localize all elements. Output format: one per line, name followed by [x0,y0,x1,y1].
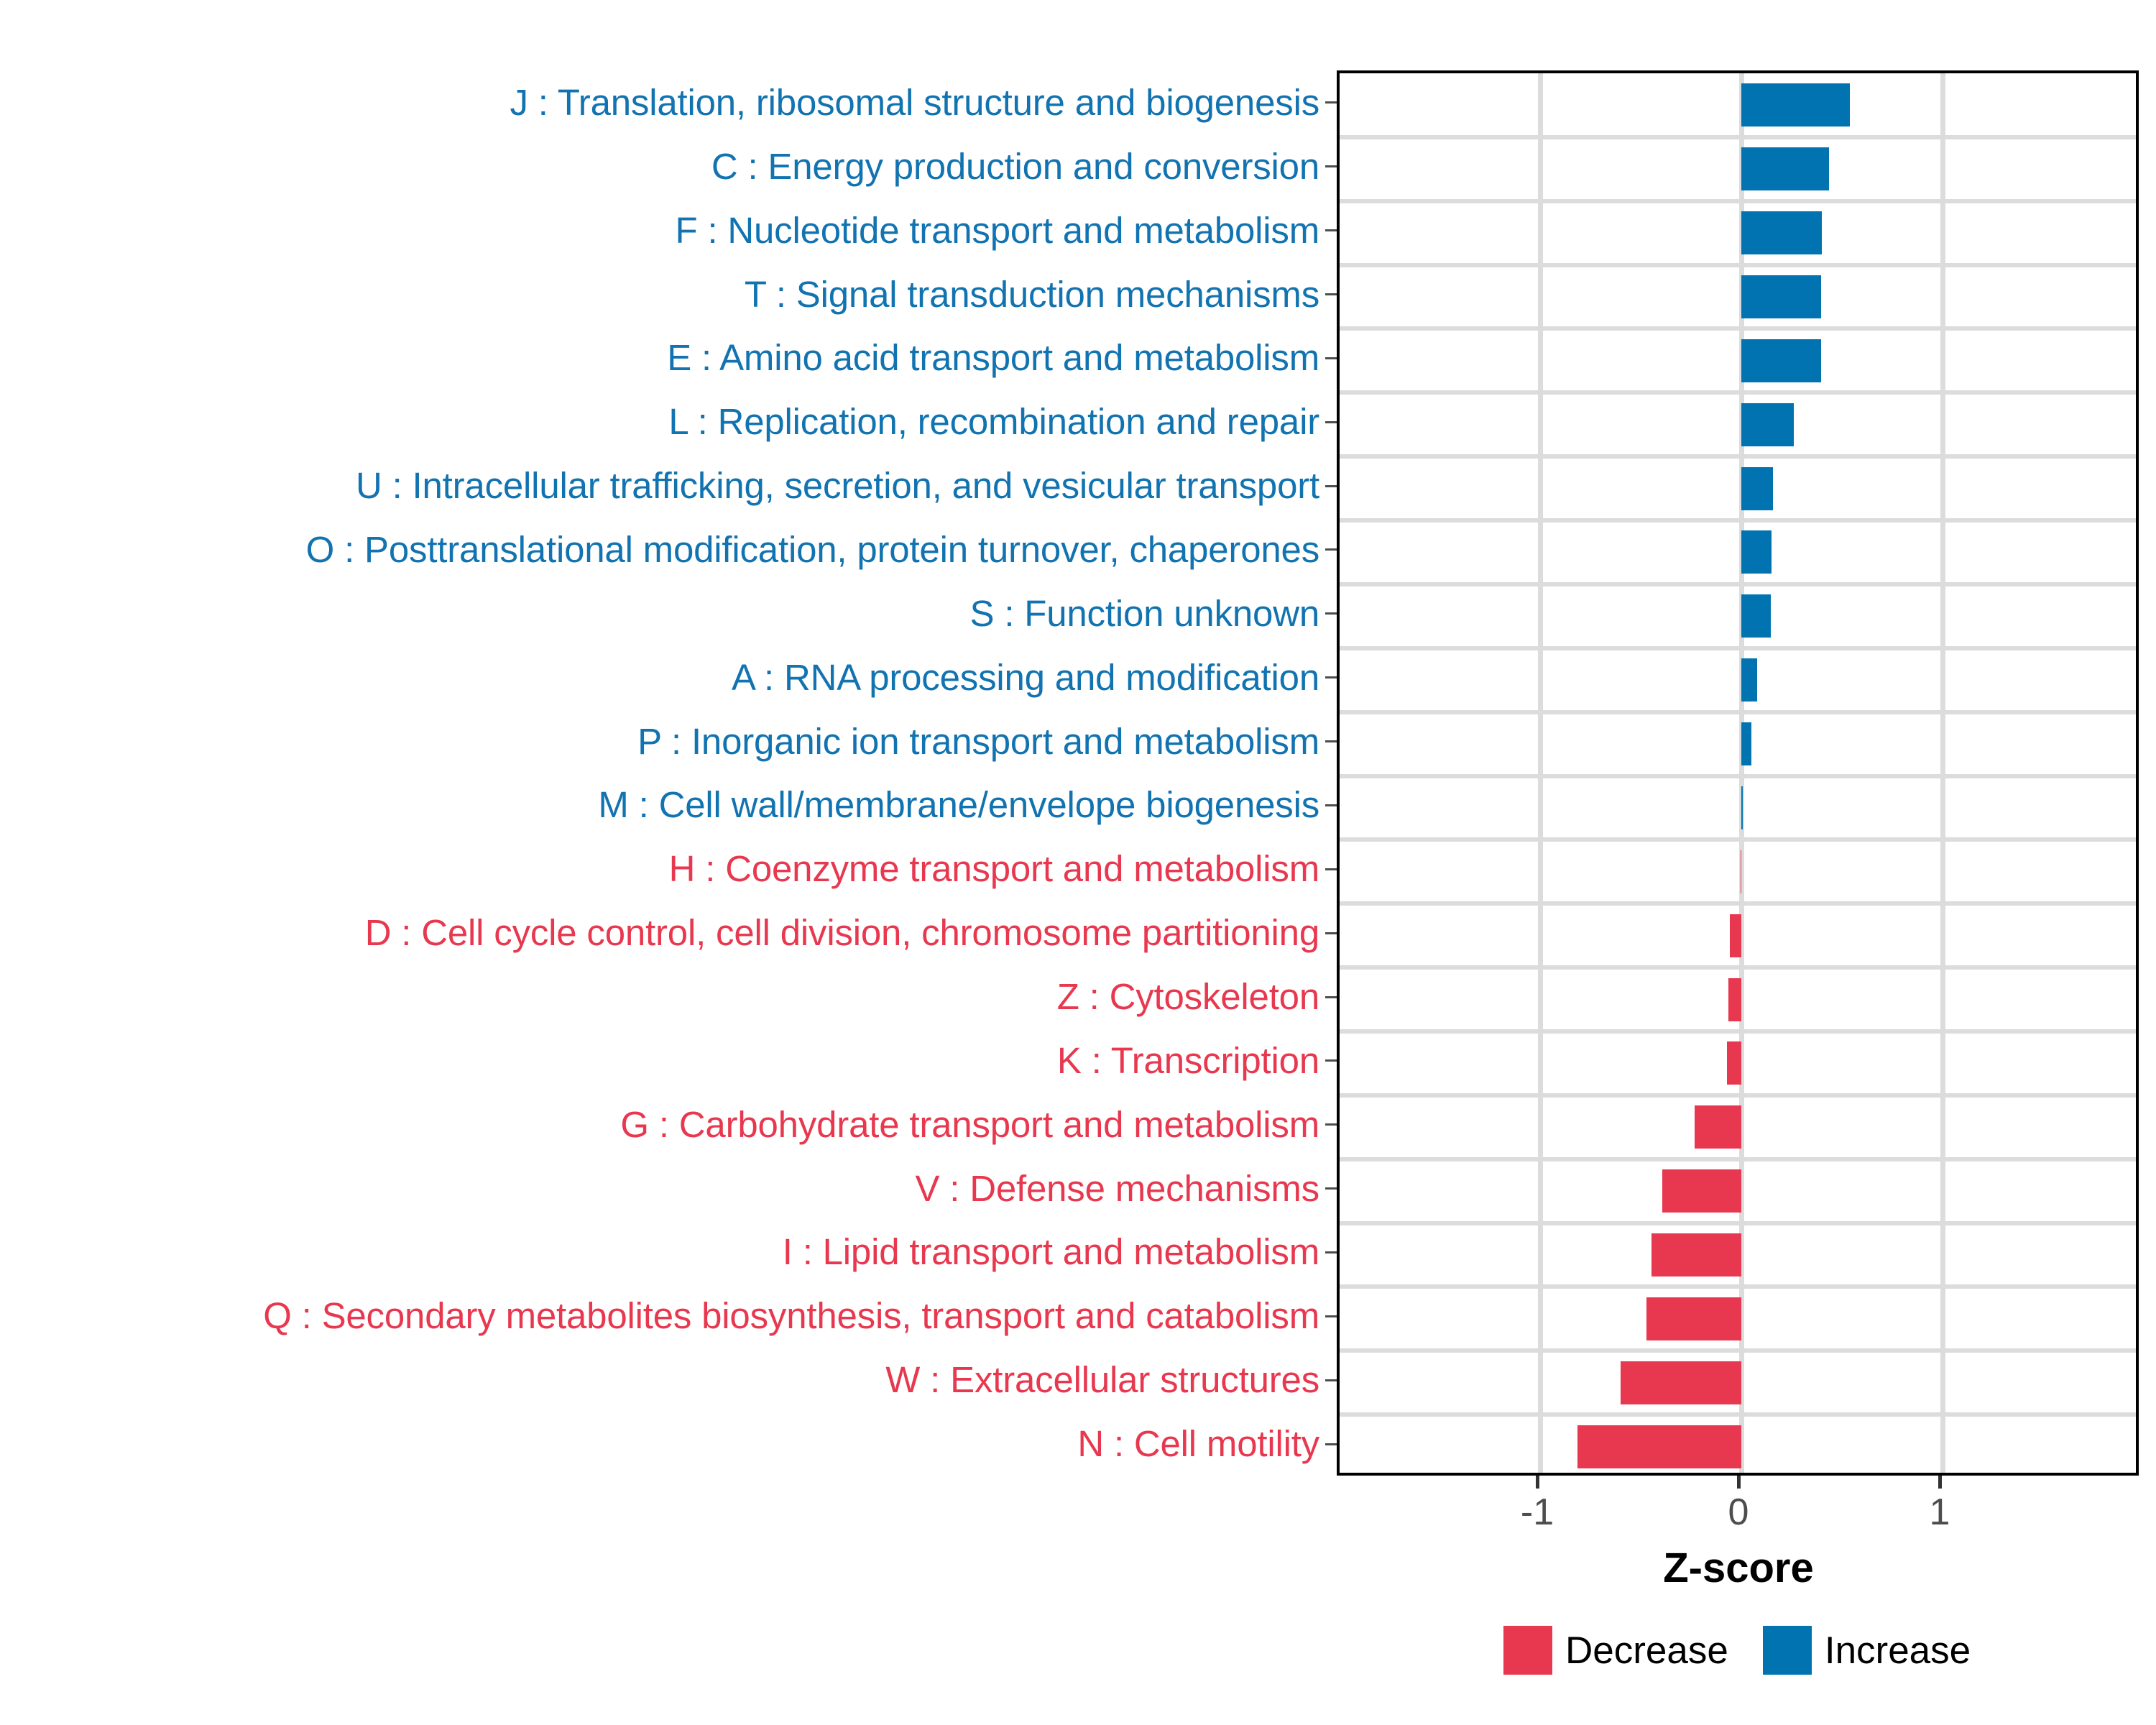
bar-d [1730,914,1741,957]
y-axis-tick [1325,676,1337,679]
horizontal-gridline [1340,518,2136,523]
x-axis-tick-label: 1 [1929,1491,1950,1533]
y-axis-tick [1325,868,1337,870]
horizontal-gridline [1340,1348,2136,1353]
category-labels-column: J : Translation, ribosomal structure and… [263,81,1319,1465]
x-axis-tick-label: 0 [1728,1491,1749,1533]
legend-label: Increase [1824,1629,1971,1672]
y-axis-tick [1325,1123,1337,1126]
bar-g [1695,1105,1741,1149]
bar-i [1651,1233,1741,1276]
horizontal-gridline [1340,262,2136,267]
y-axis-tick [1325,612,1337,615]
bar-v [1662,1169,1741,1213]
bar-c [1741,147,1829,191]
horizontal-gridline [1340,1156,2136,1162]
horizontal-gridline [1340,901,2136,906]
horizontal-gridline [1340,198,2136,203]
horizontal-gridline [1340,326,2136,331]
horizontal-gridline [1340,1220,2136,1225]
horizontal-gridline [1340,1412,2136,1417]
x-axis-tick [1938,1476,1942,1489]
bar-s [1741,594,1772,638]
horizontal-gridline [1340,134,2136,139]
bar-q [1646,1297,1741,1340]
vertical-gridline [1538,73,1543,1473]
y-axis-tick [1325,740,1337,743]
horizontal-gridline [1340,454,2136,459]
x-axis-title: Z-score [1663,1545,1814,1591]
y-axis-tick [1325,1443,1337,1445]
y-axis-tick [1325,995,1337,998]
bar-k [1727,1041,1741,1085]
bar-e [1741,339,1821,382]
plot-panel [1337,70,2139,1476]
bar-o [1741,530,1772,574]
bar-f [1741,211,1822,255]
legend-item[interactable]: Decrease [1503,1626,1728,1675]
y-axis-tick [1325,420,1337,423]
horizontal-gridline [1340,581,2136,586]
y-axis-tick [1325,1315,1337,1317]
chart-legend: Decrease Increase [1503,1626,2005,1675]
horizontal-gridline [1340,965,2136,970]
legend-item[interactable]: Increase [1762,1626,1971,1675]
horizontal-gridline [1340,390,2136,395]
bar-u [1741,466,1773,510]
horizontal-gridline [1340,709,2136,714]
y-axis-tick [1325,165,1337,168]
plot-area [1340,73,2136,1473]
legend-swatch [1762,1626,1812,1675]
horizontal-gridline [1340,837,2136,842]
legend-label: Decrease [1565,1629,1728,1672]
y-axis-tick [1325,101,1337,104]
bar-a [1741,658,1758,702]
legend-swatch [1503,1626,1552,1675]
y-axis-tick [1325,1251,1337,1254]
y-axis-tick [1325,932,1337,934]
bar-n [1577,1425,1741,1468]
y-axis-tick [1325,356,1337,359]
horizontal-gridline [1340,1029,2136,1034]
bar-l [1741,402,1794,446]
y-axis-tick [1325,293,1337,296]
bar-t [1741,275,1821,319]
bar-w [1621,1361,1741,1404]
bar-j [1741,83,1851,127]
horizontal-gridline [1340,1092,2136,1098]
x-axis-tick [1536,1476,1539,1489]
y-axis-tick [1325,1379,1337,1381]
vertical-gridline [1739,73,1744,1473]
horizontal-gridline [1340,1284,2136,1289]
y-axis-tick [1325,1059,1337,1062]
horizontal-gridline [1340,645,2136,650]
y-axis-tick [1325,229,1337,232]
y-axis-tick [1325,548,1337,551]
y-axis-tick [1325,484,1337,487]
vertical-gridline [1940,73,1945,1473]
horizontal-gridline [1340,773,2136,778]
y-axis-tick [1325,1187,1337,1190]
bar-h [1740,850,1742,893]
x-axis-tick [1737,1476,1741,1489]
y-axis-tick [1325,804,1337,806]
x-axis-tick-label: -1 [1520,1491,1554,1533]
bar-p [1741,722,1751,766]
bar-z [1728,978,1741,1021]
bar-m [1741,786,1743,829]
